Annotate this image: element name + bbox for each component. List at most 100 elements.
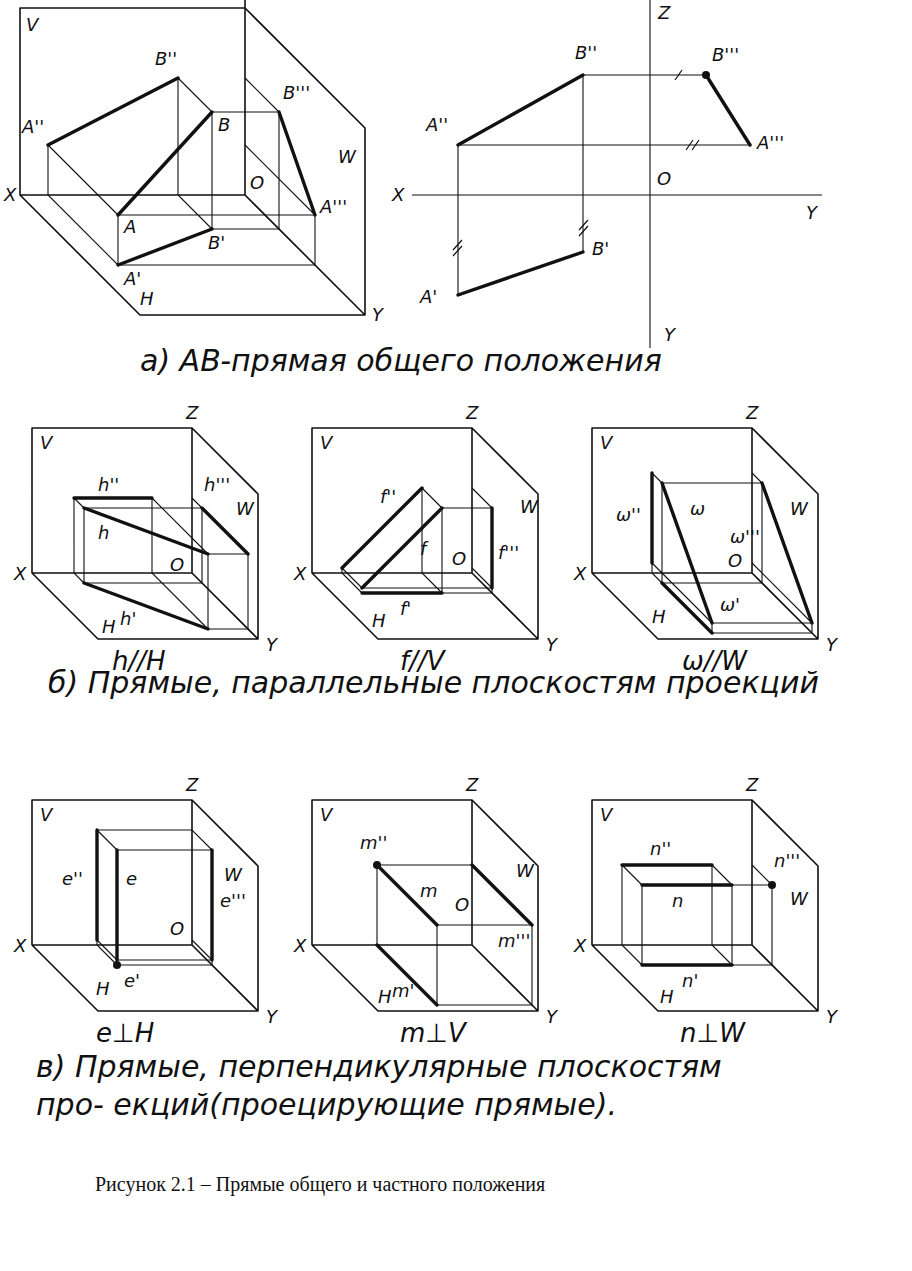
point-label: A'' — [22, 118, 44, 136]
point-label: m'' — [360, 834, 387, 852]
point-label: f' — [400, 600, 411, 618]
point-label: X — [574, 937, 586, 955]
point-label: n' — [682, 972, 698, 990]
point-label: O — [728, 552, 742, 570]
projection-lines — [74, 498, 248, 629]
sub-caption: m⊥V — [400, 1020, 466, 1046]
point-label: Z — [466, 776, 478, 794]
point-label: V — [600, 434, 612, 452]
projection-lines — [342, 488, 492, 593]
point-label: H — [96, 980, 110, 998]
projection-planes — [312, 428, 538, 639]
point-label: B'' — [155, 50, 177, 68]
point-label: f''' — [498, 544, 519, 562]
projecting-line — [622, 865, 732, 965]
point-label: O — [250, 174, 264, 192]
point-label: m — [420, 882, 438, 900]
point-label: Z — [186, 776, 198, 794]
point-label: Y — [266, 636, 277, 654]
projection-planes — [592, 800, 818, 1011]
point-label: n'' — [650, 840, 671, 858]
point-label: Y — [826, 636, 837, 654]
projection-lines — [622, 865, 772, 965]
point-label: O — [455, 896, 469, 914]
point — [373, 861, 381, 869]
point-label: Y — [806, 204, 817, 222]
sub-caption: а) AB-прямая общего положения — [140, 346, 662, 376]
point-label: X — [4, 186, 16, 204]
link-lines — [458, 75, 750, 295]
point-label: A — [124, 218, 136, 236]
point — [113, 961, 121, 969]
point-label: h'' — [98, 476, 119, 494]
profile-line — [652, 473, 812, 633]
projecting-line — [377, 865, 532, 1005]
point-label: A' — [124, 270, 141, 288]
point — [702, 71, 710, 79]
point-label: Z — [658, 4, 670, 22]
point-label: A' — [420, 288, 437, 306]
point-label: H — [102, 618, 116, 636]
point-label: h' — [120, 610, 136, 628]
point-label: Z — [466, 404, 478, 422]
sub-caption: б) Прямые, параллельные плоскостям проек… — [48, 668, 819, 698]
point-label: V — [600, 806, 612, 824]
point-label: A''' — [320, 198, 347, 216]
point-label: W — [338, 148, 356, 166]
line-ab — [48, 78, 315, 265]
point-label: m' — [392, 982, 414, 1000]
point-label: e' — [124, 972, 140, 990]
point-label: e''' — [220, 892, 246, 910]
point-label: m''' — [498, 932, 530, 950]
point — [768, 881, 776, 889]
point-label: ω — [690, 500, 705, 518]
projection-lines — [97, 830, 212, 965]
point-label: h''' — [204, 476, 230, 494]
point-label: f — [420, 540, 426, 558]
point-label: A''' — [757, 134, 784, 152]
point-label: H — [652, 608, 666, 626]
horizontal-line — [74, 498, 248, 629]
point-label: Y — [372, 306, 383, 324]
point-label: W — [790, 500, 808, 518]
equal-marks — [453, 70, 699, 256]
point-label: O — [452, 550, 466, 568]
point-label: Y — [546, 636, 557, 654]
projection-lines — [652, 473, 812, 633]
projection-planes — [32, 428, 258, 639]
axes — [412, 0, 822, 348]
point-label: ω''' — [730, 528, 760, 546]
point-label: X — [14, 565, 26, 583]
point-label: X — [392, 186, 404, 204]
projection-planes — [592, 428, 818, 639]
point-label: Y — [546, 1008, 557, 1026]
point-label: Y — [664, 326, 675, 344]
point-label: H — [378, 988, 392, 1006]
point-label: W — [224, 866, 242, 884]
point-label: V — [40, 434, 52, 452]
point-label: W — [236, 500, 254, 518]
sub-caption: e⊥H — [96, 1020, 154, 1046]
projection-planes — [20, 0, 365, 315]
point-label: V — [320, 434, 332, 452]
point-label: B''' — [283, 84, 310, 102]
projection-planes — [312, 800, 538, 1011]
point-label: X — [574, 565, 586, 583]
point-label: O — [657, 170, 671, 188]
point-label: A'' — [426, 116, 448, 134]
point-label: O — [170, 920, 184, 938]
point-label: V — [320, 806, 332, 824]
point-label: Y — [826, 1008, 837, 1026]
projecting-line — [97, 830, 212, 960]
point-label: Z — [186, 404, 198, 422]
figure-caption: Рисунок 2.1 – Прямые общего и частного п… — [95, 1172, 545, 1196]
point-label: n — [672, 892, 683, 910]
point-label: e'' — [62, 870, 83, 888]
point-label: B''' — [712, 46, 739, 64]
point-label: O — [170, 556, 184, 574]
point-label: H — [140, 290, 154, 308]
point-label: ω' — [720, 596, 740, 614]
point-label: X — [294, 937, 306, 955]
point-label: V — [40, 806, 52, 824]
